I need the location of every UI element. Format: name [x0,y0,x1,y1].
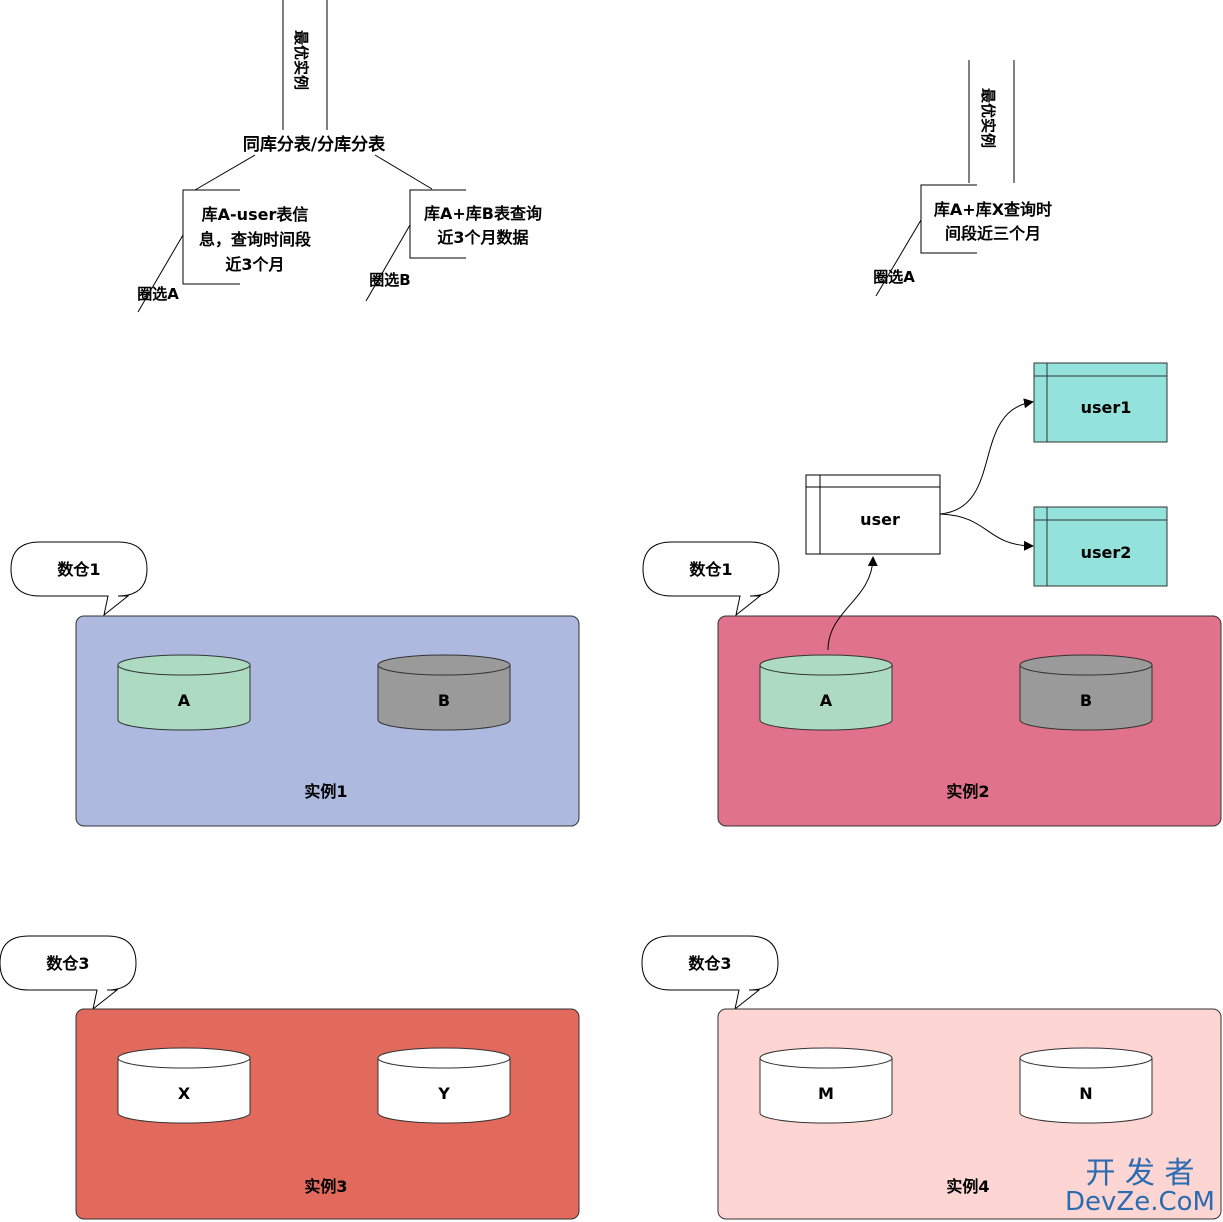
instance-1: A B 实例1 [75,615,580,827]
watermark-line-2: DevZe.CoM [1065,1187,1215,1217]
table-user2[interactable]: user2 [1033,506,1168,587]
note-right-line-2: 间段近三个月 [945,224,1041,243]
annotation-left: 最优实例 同库分表/分库分表 库A-user表信 息，查询时间段 近3个月 圈选… [137,0,542,313]
svg-text:M: M [818,1084,834,1103]
svg-text:X: X [178,1084,191,1103]
note-b-line-2: 近3个月数据 [437,228,528,247]
table-user[interactable]: user [805,474,941,555]
table-user2-label: user2 [1081,543,1132,562]
watermark-line-1: 开 发 者 [1085,1156,1194,1191]
svg-text:N: N [1079,1084,1092,1103]
db-b-instance-1[interactable]: B [377,654,511,731]
title-label: 同库分表/分库分表 [243,134,386,155]
db-a-instance-1[interactable]: A [117,654,251,731]
bubble-dw1-left: 数仓1 [10,541,148,617]
db-b-instance-2[interactable]: B [1019,654,1153,731]
instance-2: A B 实例2 [717,615,1222,827]
svg-text:A: A [178,691,191,710]
svg-text:Y: Y [437,1084,450,1103]
note-a-line-2: 息，查询时间段 [199,230,312,249]
db-x-instance-3[interactable]: X [117,1047,251,1124]
db-y-instance-3[interactable]: Y [377,1047,511,1124]
vertical-label-left: 最优实例 [292,30,310,90]
instance-2-label: 实例2 [946,782,989,801]
table-user-label: user [860,510,900,529]
svg-text:A: A [820,691,833,710]
bubble-dw3-left: 数仓3 [0,935,137,1011]
tag-select-a-left: 圈选A [137,285,179,303]
note-a-line-1: 库A-user表信 [202,205,309,224]
instance-4: M N 实例4 [717,1008,1222,1220]
instance-3: X Y 实例3 [75,1008,580,1220]
instance-3-label: 实例3 [304,1177,347,1196]
tag-select-b: 圈选B [369,271,410,289]
bubble-dw1-left-label: 数仓1 [57,560,100,579]
svg-text:B: B [1080,691,1092,710]
bubble-dw3-right: 数仓3 [641,935,779,1011]
tag-select-a-right: 圈选A [873,268,915,286]
annotation-right: 最优实例 库A+库X查询时 间段近三个月 圈选A [873,60,1052,297]
arrow-user-to-user1 [939,398,1034,515]
note-right-line-1: 库A+库X查询时 [934,200,1052,219]
table-user1-label: user1 [1081,398,1132,417]
arrow-user-to-user2 [939,513,1034,551]
vertical-label-right: 最优实例 [979,88,997,148]
instance-1-label: 实例1 [304,782,347,801]
note-a-line-3: 近3个月 [225,255,284,274]
bubble-dw3-left-label: 数仓3 [46,954,89,973]
db-n-instance-4[interactable]: N [1019,1047,1153,1124]
arrow-a-to-user [827,556,878,651]
svg-text:B: B [438,691,450,710]
table-user1[interactable]: user1 [1033,362,1168,443]
bubble-dw1-right: 数仓1 [642,541,780,617]
db-a-instance-2[interactable]: A [759,654,893,731]
note-b-line-1: 库A+库B表查询 [424,204,542,223]
bubble-dw1-right-label: 数仓1 [689,560,732,579]
bubble-dw3-right-label: 数仓3 [688,954,731,973]
watermark: 开 发 者 DevZe.CoM [1065,1156,1215,1217]
instance-4-label: 实例4 [946,1177,989,1196]
db-m-instance-4[interactable]: M [759,1047,893,1124]
